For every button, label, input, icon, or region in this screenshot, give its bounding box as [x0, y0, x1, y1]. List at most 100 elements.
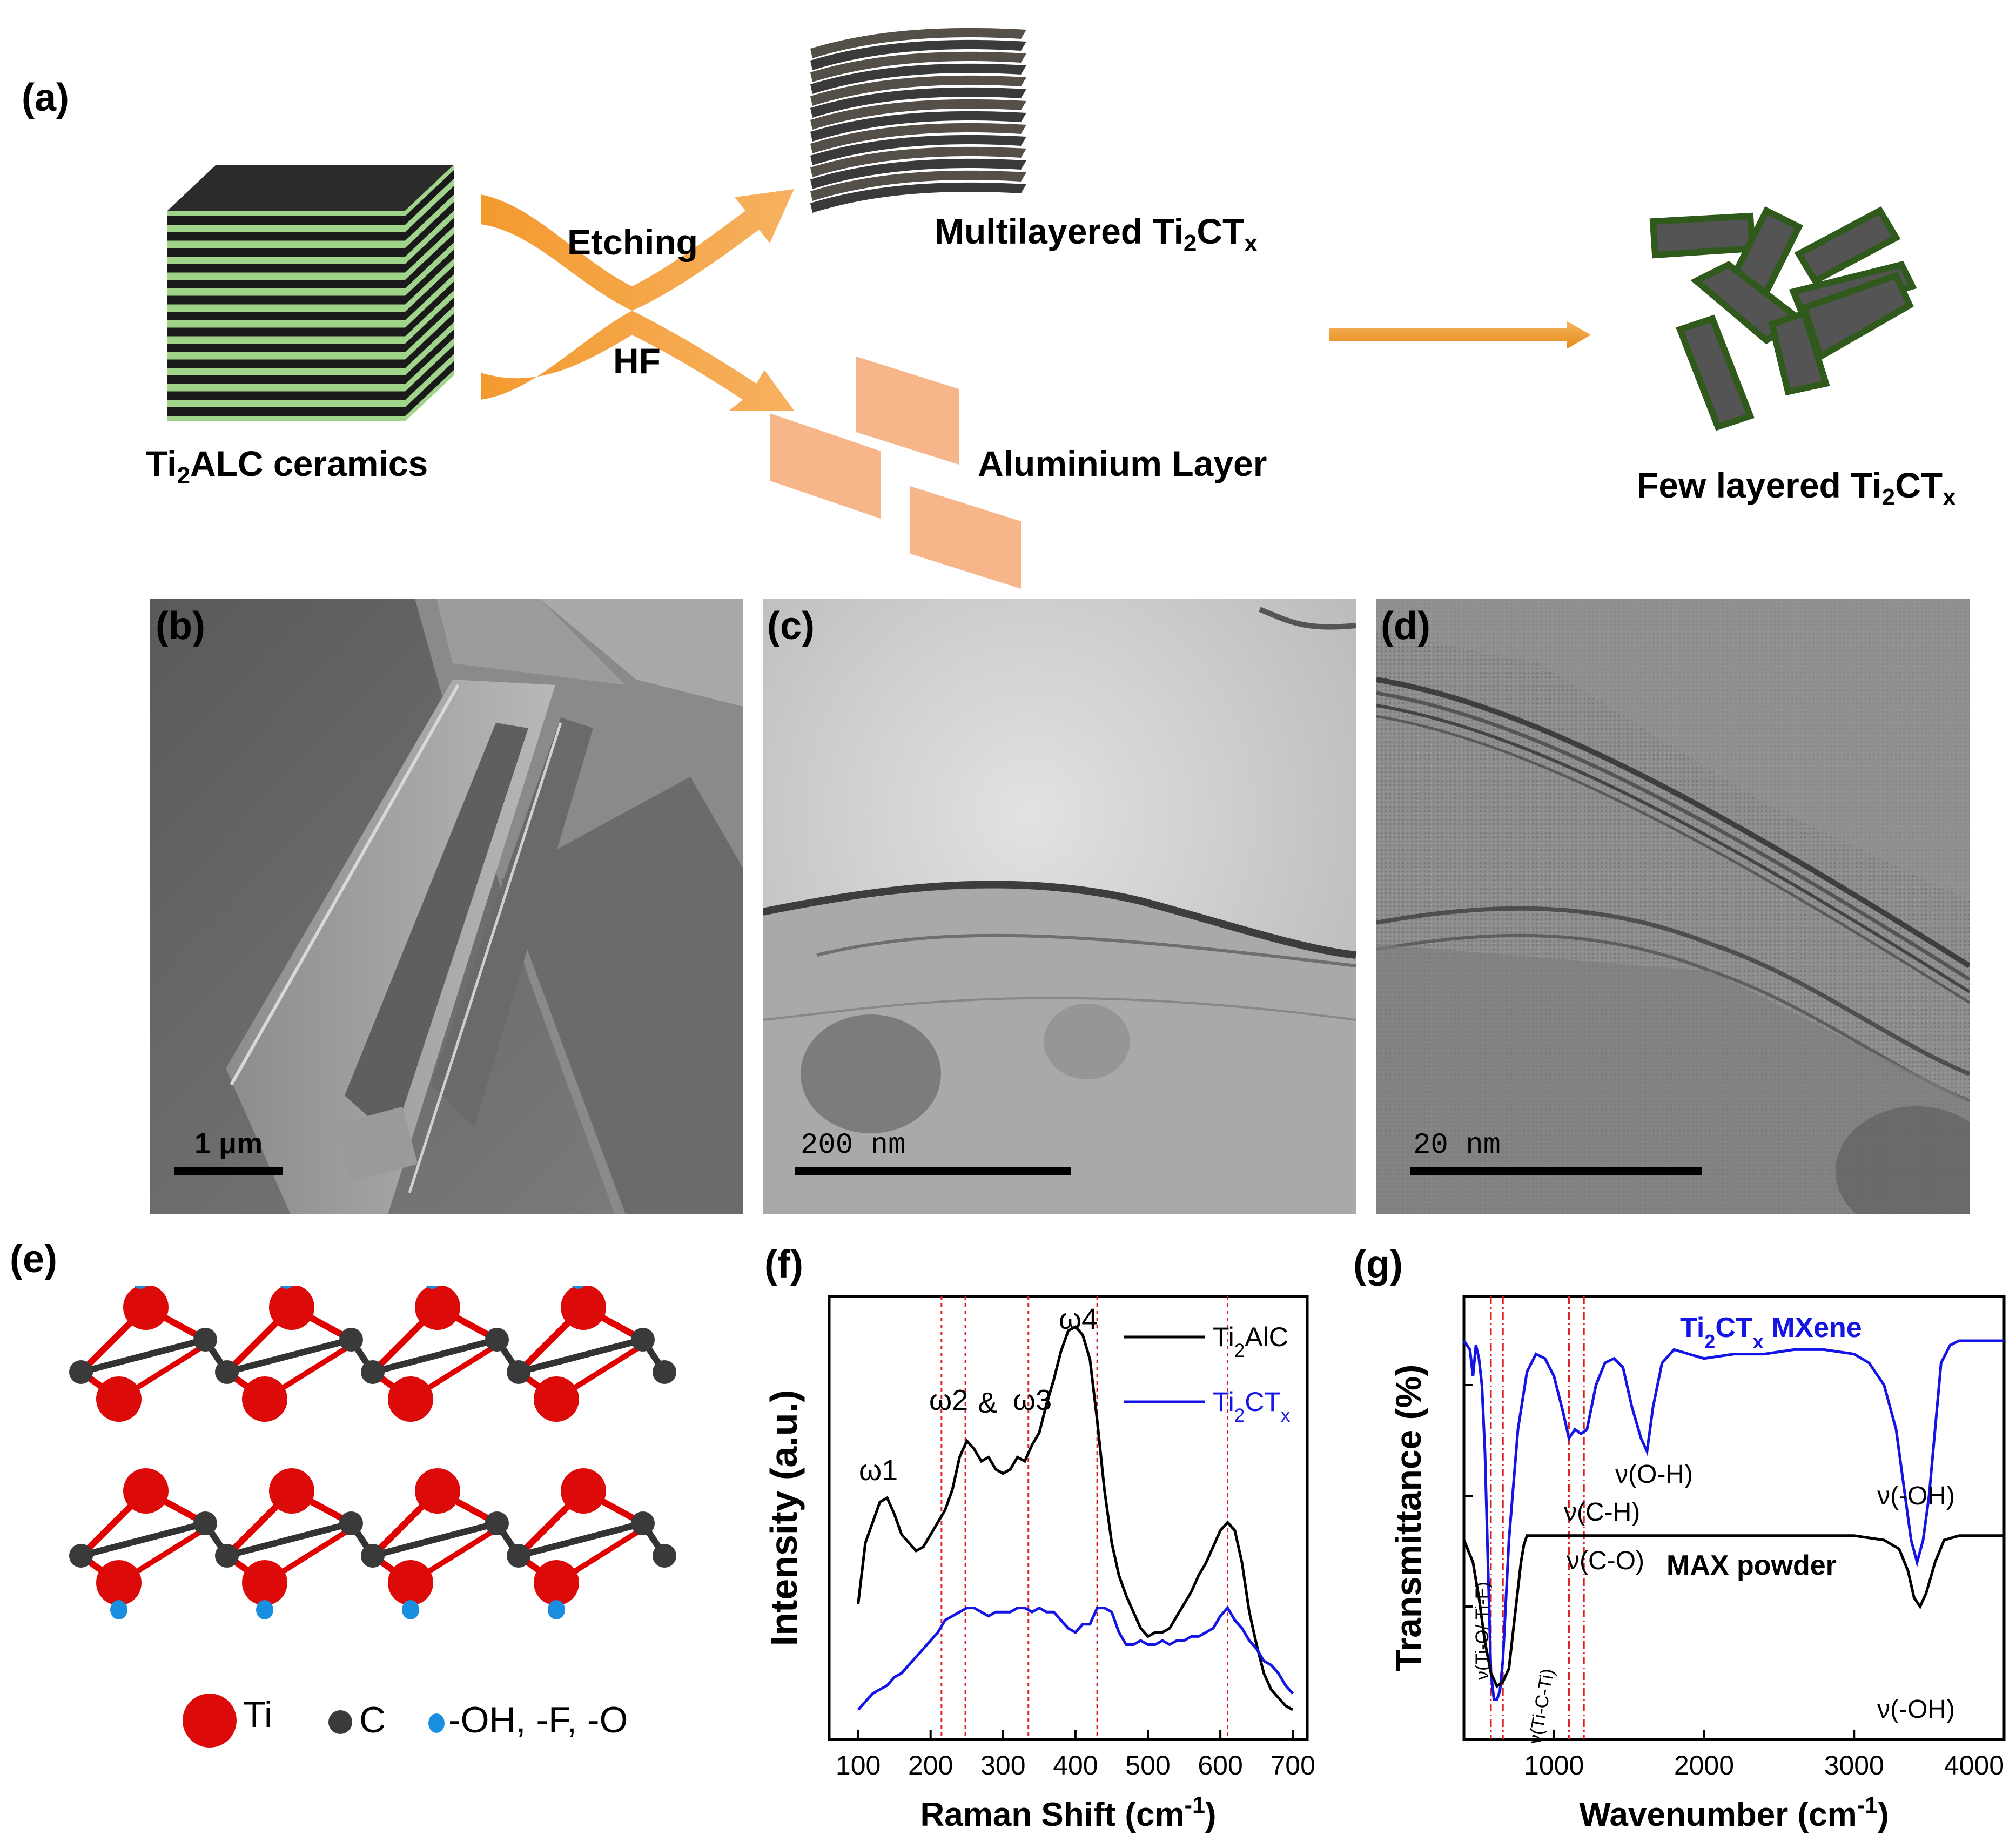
mxene-structure-model — [69, 1286, 676, 1619]
ftir-x-tick-label: 3000 — [1824, 1750, 1884, 1780]
ftir-x-tick-label: 1000 — [1524, 1750, 1584, 1780]
aluminium-layer-illustration — [770, 357, 1021, 589]
hrtem-image-d: (d) 20 nm — [1376, 599, 1970, 1214]
raman-peak-annotation: ω1 — [859, 1454, 898, 1487]
c-atom — [215, 1360, 239, 1384]
c-atom — [339, 1328, 363, 1352]
ftir-annotation: ν(-OH) — [1877, 1482, 1955, 1510]
ti-atom — [534, 1560, 579, 1605]
scale-bar-d — [1410, 1167, 1702, 1175]
termination-group — [256, 1600, 273, 1619]
raman-x-tick-label: 700 — [1270, 1750, 1315, 1780]
raman-series-line — [857, 1605, 1294, 1711]
few-layer-label: Few layered Ti2CTx — [1637, 465, 1956, 511]
multilayer-stack-illustration — [810, 28, 1026, 213]
hf-label: HF — [613, 341, 661, 381]
ti-atom — [388, 1560, 433, 1605]
panel-f-letter: (f) — [764, 1243, 803, 1286]
sem-image-b: (b) 1 μm — [150, 599, 743, 1214]
ti-atom — [269, 1468, 314, 1514]
c-legend-swatch — [328, 1710, 352, 1734]
raman-x-tick-label: 300 — [980, 1750, 1025, 1780]
ti-atom — [96, 1376, 142, 1422]
ftir-series-label-mxene: Ti2CTx MXene — [1680, 1312, 1862, 1353]
termination-group — [134, 1286, 147, 1289]
c-atom — [507, 1360, 530, 1384]
legend-term-label: -OH, -F, -O — [448, 1699, 628, 1741]
c-atom — [631, 1328, 655, 1352]
ti-atom — [96, 1560, 142, 1605]
c-atom — [69, 1360, 93, 1384]
scale-label-d: 20 nm — [1413, 1129, 1501, 1162]
c-atom — [361, 1360, 385, 1384]
c-atom — [631, 1511, 655, 1535]
ftir-x-tick-label: 4000 — [1944, 1750, 2004, 1780]
ti2alc-ceramics-label: Ti2ALC ceramics — [146, 443, 428, 489]
raman-legend-label: Ti2AlC — [1213, 1322, 1288, 1361]
raman-peak-annotation: ω4 — [1059, 1303, 1098, 1335]
ftir-plot-frame — [1462, 1295, 2006, 1741]
c-atom — [215, 1544, 239, 1568]
ftir-series-label-max: MAX powder — [1666, 1550, 1837, 1581]
termination-group — [402, 1600, 419, 1619]
c-atom — [485, 1328, 509, 1352]
c-atom — [653, 1360, 676, 1384]
panel-e-letter: (e) — [10, 1238, 57, 1281]
termination-group — [110, 1600, 127, 1619]
ti-atom — [561, 1286, 606, 1330]
c-atom — [653, 1544, 676, 1568]
panel-a-letter: (a) — [22, 76, 69, 119]
raman-x-tick-label: 500 — [1125, 1750, 1170, 1780]
ti-legend-swatch — [183, 1694, 237, 1748]
term-legend-swatch — [428, 1713, 445, 1733]
multilayer-label: Multilayered Ti2CTx — [935, 211, 1258, 257]
ti-atom — [415, 1468, 460, 1514]
c-atom — [193, 1511, 217, 1535]
ti-atom — [123, 1468, 169, 1514]
scale-bar-c — [795, 1167, 1071, 1175]
ti-atom — [269, 1286, 314, 1330]
ti-atom — [388, 1376, 433, 1422]
termination-group — [280, 1286, 293, 1289]
raman-legend-label: Ti2CTx — [1213, 1387, 1291, 1426]
raman-x-tick-label: 400 — [1053, 1750, 1098, 1780]
ti-atom — [242, 1376, 287, 1422]
ftir-x-axis-title: Wavenumber (cm-1) — [1579, 1792, 1889, 1833]
ftir-x-tick-label: 2000 — [1674, 1750, 1734, 1780]
raman-y-axis-title: Intensity (a.u.) — [763, 1390, 805, 1646]
c-atom — [339, 1511, 363, 1535]
few-layer-flakes-illustration — [1649, 206, 1917, 431]
raman-peak-annotation: & — [978, 1387, 997, 1419]
tem-image-c: (c) 200 nm — [763, 599, 1356, 1214]
ti-atom — [534, 1376, 579, 1422]
panel-b-letter: (b) — [156, 604, 205, 648]
structure-legend-icons — [183, 1694, 445, 1748]
raman-peak-annotation: ω3 — [1013, 1384, 1052, 1416]
raman-plot-frame — [828, 1295, 1309, 1741]
etching-arrows — [481, 189, 794, 411]
raman-peak-annotation: ω2 — [929, 1384, 968, 1416]
raman-series-line — [857, 1325, 1294, 1711]
process-arrow — [1329, 321, 1591, 349]
ti-atom — [242, 1560, 287, 1605]
ti2alc-block-illustration — [167, 165, 454, 421]
ftir-annotation: ν(C-O) — [1567, 1547, 1644, 1575]
scale-label-b: 1 μm — [194, 1127, 263, 1160]
c-atom — [361, 1544, 385, 1568]
aluminium-layer-label: Aluminium Layer — [978, 443, 1267, 483]
termination-group — [572, 1286, 584, 1289]
ftir-series-line — [1462, 1339, 2004, 1701]
raman-x-axis-title: Raman Shift (cm-1) — [920, 1792, 1216, 1833]
c-atom — [193, 1328, 217, 1352]
raman-x-tick-label: 600 — [1198, 1750, 1242, 1780]
ftir-annotation: ν(O-H) — [1615, 1460, 1693, 1489]
raman-x-tick-label: 200 — [908, 1750, 953, 1780]
scale-bar-b — [174, 1167, 283, 1175]
etching-label: Etching — [567, 222, 698, 262]
ti-atom — [123, 1286, 169, 1330]
ftir-annotation: ν(-OH) — [1877, 1695, 1955, 1724]
termination-group — [426, 1286, 439, 1289]
panel-g-letter: (g) — [1353, 1243, 1403, 1286]
